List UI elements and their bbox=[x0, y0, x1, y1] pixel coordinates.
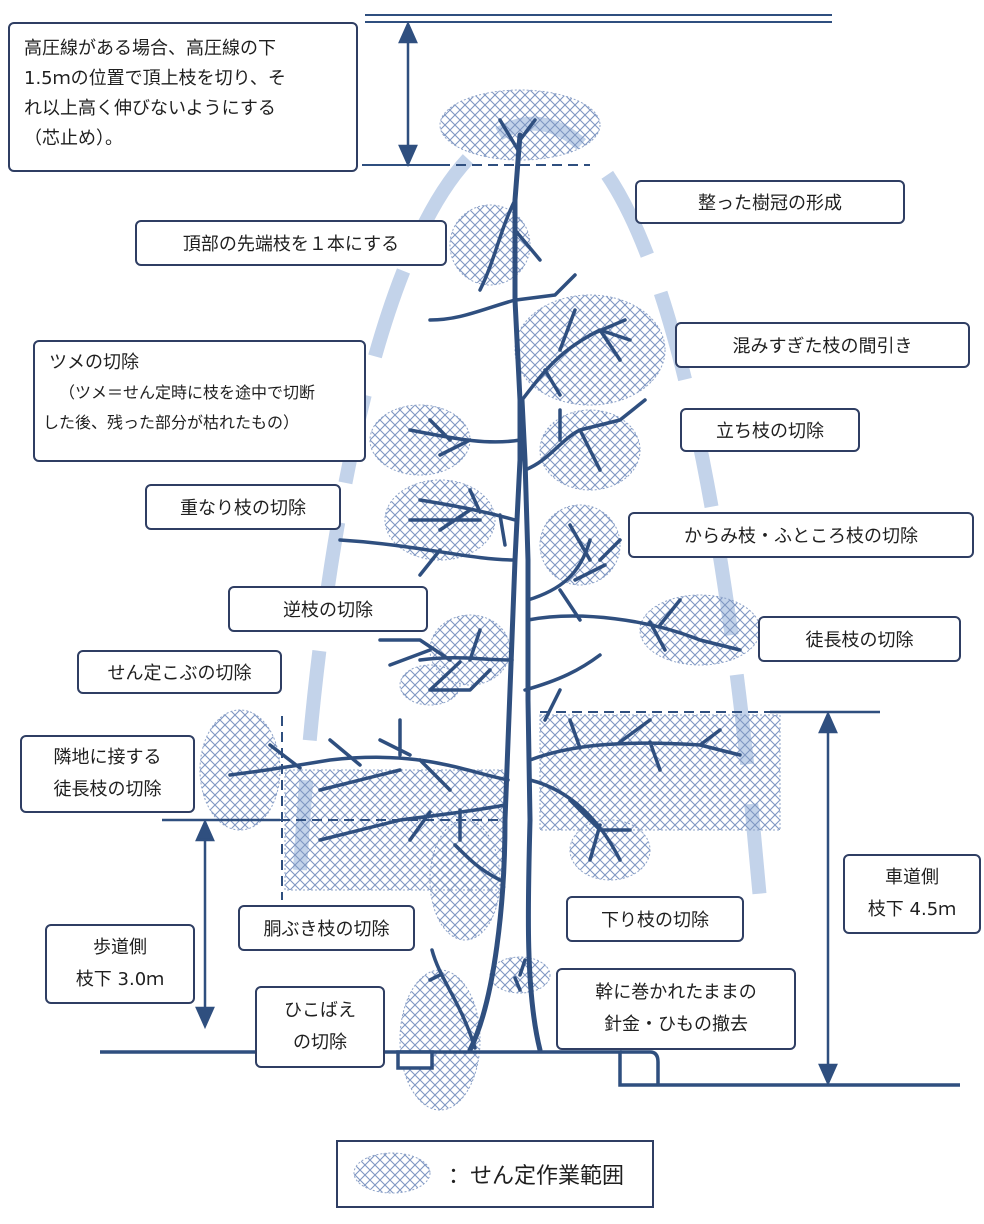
long-branch-text: 徒長枝の切除 bbox=[805, 630, 914, 651]
stub-removal-title: ツメの切除 bbox=[49, 352, 139, 373]
wire-removal-label: 幹に巻かれたままの 針金・ひもの撤去 bbox=[556, 968, 796, 1050]
sucker-line-1: ひこばえ bbox=[284, 1000, 356, 1021]
tangled-branch-text: からみ枝・ふところ枝の切除 bbox=[684, 526, 918, 547]
upright-branch-label: 立ち枝の切除 bbox=[680, 408, 860, 452]
single-leader-text: 頂部の先端枝を１本にする bbox=[182, 234, 400, 255]
wire-removal-line-2: 針金・ひもの撤去 bbox=[604, 1014, 748, 1035]
trunk-sprout-text: 胴ぶき枝の切除 bbox=[263, 919, 390, 940]
tree bbox=[228, 118, 742, 1053]
crown-shape-text: 整った樹冠の形成 bbox=[698, 193, 842, 214]
sidewalk-side-line-1: 歩道側 bbox=[93, 937, 147, 958]
legend-text: ：せん定作業範囲 bbox=[448, 1164, 625, 1189]
neighbor-branch-line-2: 徒長枝の切除 bbox=[53, 779, 162, 800]
stub-removal-note-1: （ツメ＝せん定時に枝を途中で切断 bbox=[59, 383, 316, 402]
stub-removal-note-2: した後、残った部分が枯れたもの） bbox=[43, 413, 300, 432]
sucker-label: ひこばえ の切除 bbox=[255, 986, 385, 1068]
power-line-note-line-3: れ以上高く伸びないようにする bbox=[24, 98, 276, 119]
hanging-branch-text: 下り枝の切除 bbox=[601, 910, 709, 931]
power-line-note: 高圧線がある場合、高圧線の下 1.5ｍの位置で頂上枝を切り、そ れ以上高く伸びな… bbox=[8, 22, 358, 172]
wire-removal-line-1: 幹に巻かれたままの bbox=[595, 982, 757, 1003]
sidewalk-side-line-2: 枝下 3.0ｍ bbox=[75, 969, 165, 990]
neighbor-branch-line-1: 隣地に接する bbox=[53, 747, 162, 768]
sidewalk-side-label: 歩道側 枝下 3.0ｍ bbox=[45, 924, 195, 1004]
roadway-side-line-1: 車道側 bbox=[885, 867, 939, 888]
reverse-branch-label: 逆枝の切除 bbox=[228, 586, 428, 632]
stub-removal-label: ツメの切除 （ツメ＝せん定時に枝を途中で切断 した後、残った部分が枯れたもの） bbox=[33, 340, 366, 462]
branch-lines bbox=[162, 710, 880, 900]
overlapping-branch-text: 重なり枝の切除 bbox=[180, 498, 306, 519]
pruning-knob-text: せん定こぶの切除 bbox=[107, 663, 252, 684]
power-line bbox=[362, 14, 832, 166]
reverse-branch-text: 逆枝の切除 bbox=[283, 600, 373, 621]
legend-swatch-icon bbox=[353, 1152, 431, 1194]
power-line-note-line-2: 1.5ｍの位置で頂上枝を切り、そ bbox=[24, 68, 286, 89]
hanging-branch-label: 下り枝の切除 bbox=[566, 896, 744, 942]
power-line-note-line-1: 高圧線がある場合、高圧線の下 bbox=[24, 38, 276, 59]
thinning-label: 混みすぎた枝の間引き bbox=[675, 322, 970, 368]
pruning-knob-label: せん定こぶの切除 bbox=[77, 650, 282, 694]
legend: ：せん定作業範囲 bbox=[336, 1140, 654, 1208]
long-branch-label: 徒長枝の切除 bbox=[758, 616, 961, 662]
dimension-arrows bbox=[195, 20, 838, 1087]
trunk-sprout-label: 胴ぶき枝の切除 bbox=[238, 905, 415, 951]
upright-branch-text: 立ち枝の切除 bbox=[716, 421, 824, 442]
crown-shape-label: 整った樹冠の形成 bbox=[635, 180, 905, 224]
roadway-side-line-2: 枝下 4.5ｍ bbox=[867, 899, 957, 920]
overlapping-branch-label: 重なり枝の切除 bbox=[145, 484, 341, 530]
thinning-text: 混みすぎた枝の間引き bbox=[732, 336, 913, 357]
single-leader-label: 頂部の先端枝を１本にする bbox=[135, 220, 447, 266]
sucker-line-2: の切除 bbox=[293, 1032, 347, 1053]
roadway-side-label: 車道側 枝下 4.5ｍ bbox=[843, 854, 981, 934]
tangled-branch-label: からみ枝・ふところ枝の切除 bbox=[628, 512, 974, 558]
power-line-note-line-4: （芯止め）。 bbox=[24, 128, 123, 149]
neighbor-branch-label: 隣地に接する 徒長枝の切除 bbox=[20, 735, 195, 813]
